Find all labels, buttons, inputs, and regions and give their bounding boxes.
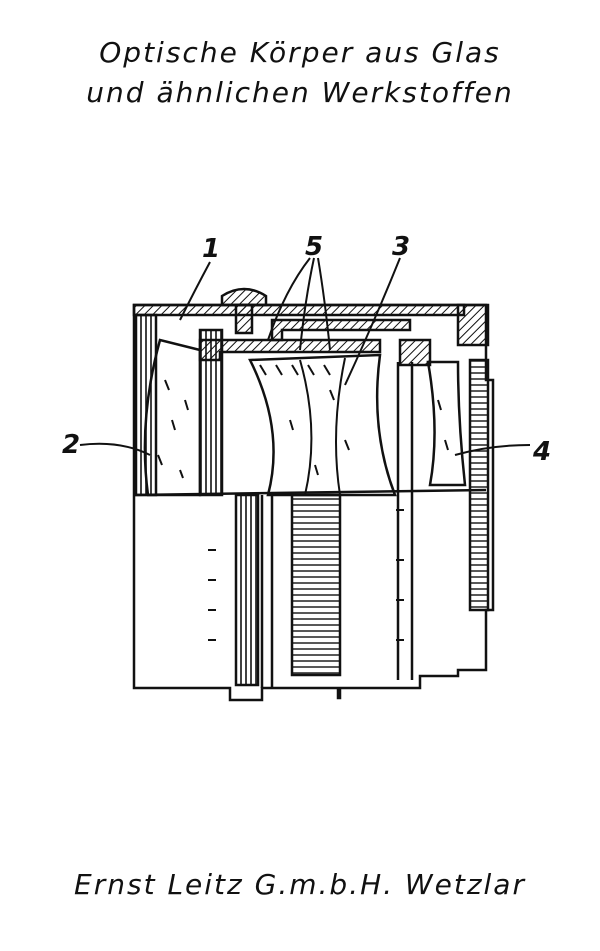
title-line-2: und ähnlichen Werkstoffen bbox=[86, 76, 514, 109]
callout-3: 3 bbox=[392, 232, 411, 262]
right-wall bbox=[468, 358, 490, 612]
callout-4: 4 bbox=[533, 437, 552, 467]
barrel-outline bbox=[132, 303, 495, 702]
scale-marks-right bbox=[396, 509, 404, 641]
lens-element-3 bbox=[248, 353, 397, 497]
leader-2 bbox=[79, 442, 151, 456]
scale-marks-left bbox=[208, 549, 216, 641]
leader-1 bbox=[179, 261, 211, 321]
callout-5: 5 bbox=[305, 232, 324, 262]
lens-element-4 bbox=[426, 360, 467, 487]
leader-5a bbox=[267, 257, 311, 341]
leader-5c bbox=[317, 257, 331, 351]
company-footer: Ernst Leitz G.m.b.H. Wetzlar bbox=[74, 868, 526, 901]
title-line-1: Optische Körper aus Glas bbox=[99, 36, 501, 69]
callout-2: 2 bbox=[62, 430, 81, 460]
screw-head bbox=[220, 287, 268, 307]
leader-4 bbox=[454, 444, 531, 456]
leader-5b bbox=[299, 257, 315, 351]
leader-3 bbox=[344, 257, 401, 386]
callout-1: 1 bbox=[202, 234, 221, 264]
focus-ring-knurl bbox=[290, 493, 342, 677]
